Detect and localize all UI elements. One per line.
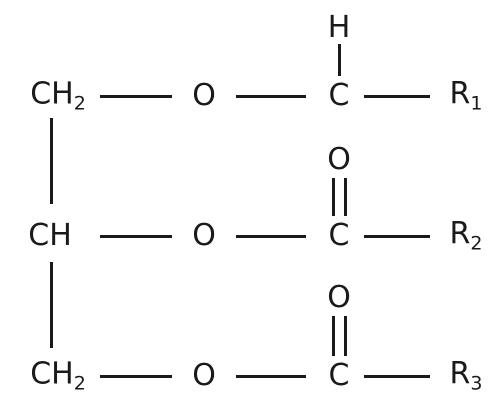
row3-double-bond-right — [344, 316, 347, 356]
row2-bond-oxygen-carbon — [236, 235, 306, 238]
row2-carbon: C — [328, 218, 350, 253]
row1-hydrogen: H — [327, 10, 351, 45]
row2-bond-carbon-r — [364, 235, 430, 238]
row3-carbonyl-oxygen: O — [327, 280, 351, 315]
row1-r-group: R1 — [449, 76, 483, 115]
row3-bond-carbon-r — [364, 375, 430, 378]
row1-bond-backbone-oxygen — [100, 95, 172, 98]
row1-bond-carbon-r — [364, 95, 430, 98]
row3-double-bond-left — [332, 316, 335, 356]
backbone-bond-upper — [50, 118, 53, 204]
row1-carbon: C — [328, 78, 350, 113]
row1-bond-oxygen-carbon — [236, 95, 306, 98]
row3-bond-backbone-oxygen — [100, 375, 172, 378]
row1-bond-carbon-hydrogen — [338, 44, 341, 76]
row2-bond-backbone-oxygen — [100, 235, 172, 238]
row3-oxygen: O — [192, 358, 216, 393]
row2-carbonyl-oxygen: O — [327, 142, 351, 177]
row2-oxygen: O — [192, 218, 216, 253]
row3-backbone-ch2: CH2 — [30, 356, 86, 395]
row2-backbone-ch: CH — [28, 218, 72, 253]
row3-carbon: C — [328, 358, 350, 393]
row1-oxygen: O — [192, 78, 216, 113]
row2-double-bond-right — [344, 178, 347, 216]
row1-backbone-ch2: CH2 — [30, 76, 86, 115]
row3-r-group: R3 — [449, 356, 483, 395]
row3-bond-oxygen-carbon — [236, 375, 306, 378]
backbone-bond-lower — [50, 262, 53, 348]
row2-double-bond-left — [332, 178, 335, 216]
row2-r-group: R2 — [449, 216, 483, 255]
